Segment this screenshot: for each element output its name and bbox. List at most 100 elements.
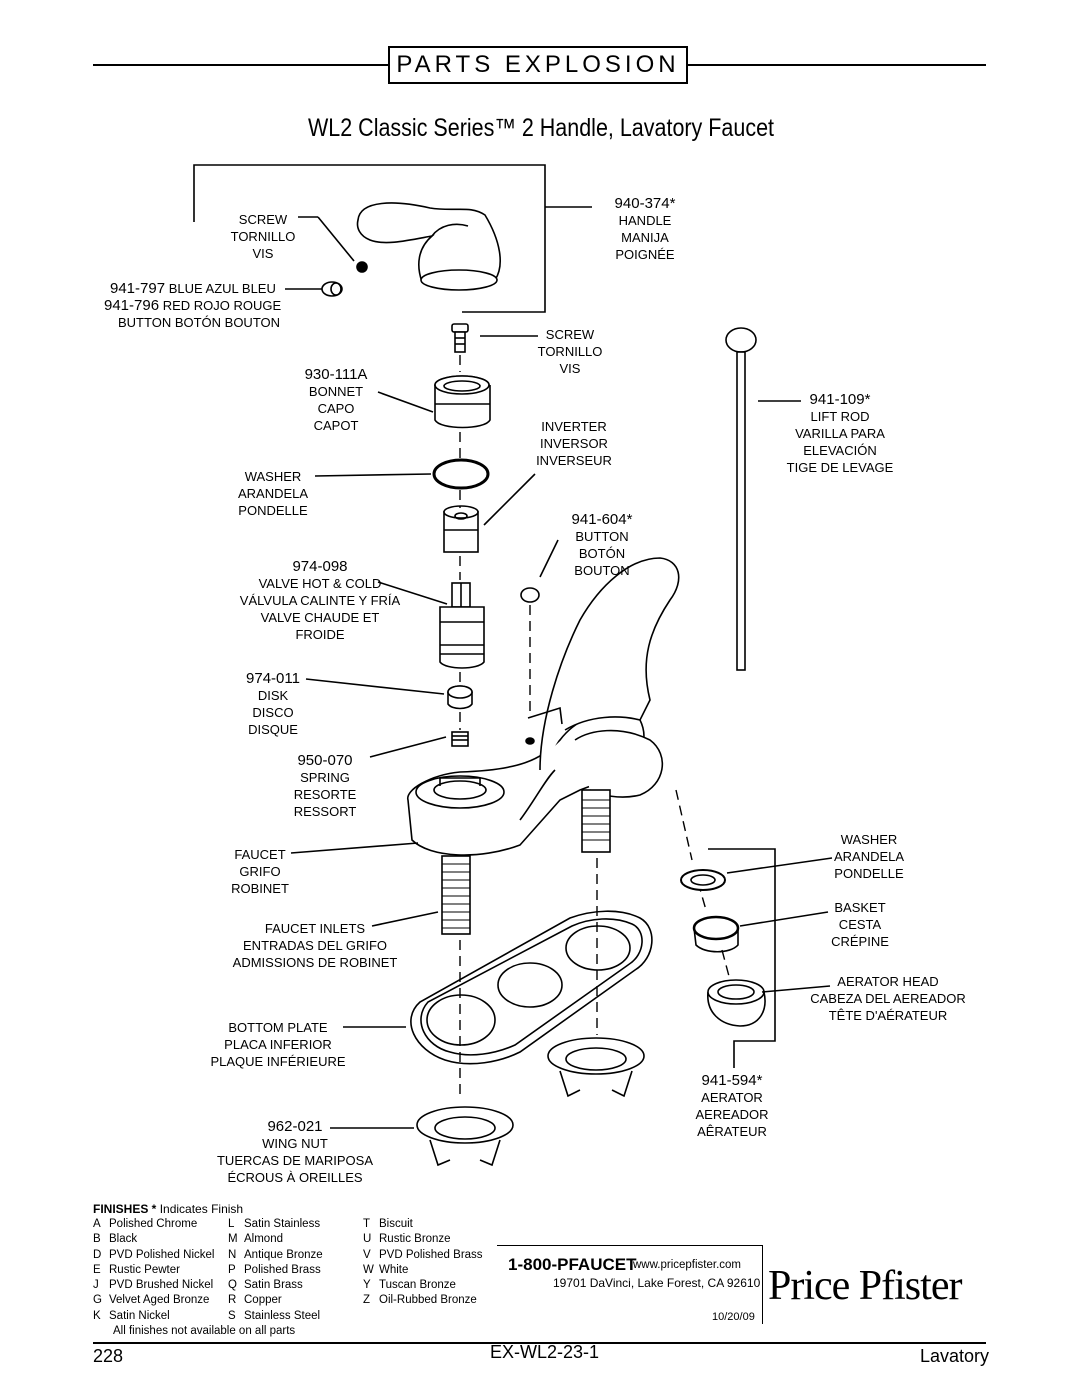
finish-label: PVD Polished Nickel xyxy=(109,1248,215,1261)
spring-leader xyxy=(369,736,447,758)
contact-website[interactable]: www.pricepfister.com xyxy=(633,1259,742,1271)
washer-top-part xyxy=(432,458,490,490)
finish-label: Copper xyxy=(244,1294,282,1307)
document-code: EX-WL2-23-1 xyxy=(490,1342,600,1362)
header-box: PARTS EXPLOSION xyxy=(388,46,688,84)
valve-part xyxy=(439,582,485,669)
finishes-title: FINISHES * Indicates Finish xyxy=(93,1202,244,1216)
faucet-leader xyxy=(290,842,419,854)
finish-label: Oil-Rubbed Bronze xyxy=(379,1294,477,1307)
finish-code: T xyxy=(363,1218,371,1230)
finish-code: S xyxy=(228,1309,236,1322)
disk-part xyxy=(447,685,473,710)
inverter-leader xyxy=(483,473,536,526)
washer-aerator-leader xyxy=(726,857,833,874)
finish-item: S Stainless Steel xyxy=(228,1309,323,1324)
finish-code: P xyxy=(228,1263,236,1276)
finish-code: K xyxy=(93,1309,101,1322)
finish-label: Velvet Aged Bronze xyxy=(109,1294,210,1307)
finish-label: Almond xyxy=(244,1233,283,1246)
page-number: 228 xyxy=(93,1346,124,1366)
finish-item: Z Oil-Rubbed Bronze xyxy=(363,1293,483,1308)
finish-item: T Biscuit xyxy=(363,1217,483,1232)
label-button-handle: 941-797 BLUE AZUL BLEU 941-796 RED ROJO … xyxy=(104,280,282,330)
disk-leader xyxy=(305,678,445,695)
finish-label: Satin Brass xyxy=(244,1279,303,1292)
finish-code: E xyxy=(93,1263,101,1276)
brand-logo: Price Pfister xyxy=(768,1263,962,1309)
finish-label: Black xyxy=(109,1233,138,1246)
finish-item: L Satin Stainless xyxy=(228,1217,323,1232)
finish-code: L xyxy=(228,1218,235,1230)
spring-part xyxy=(451,731,469,747)
aerator-bracket xyxy=(708,848,776,1068)
screw-mid-part xyxy=(451,323,469,353)
finish-label: White xyxy=(379,1263,409,1276)
aerator-head-leader xyxy=(761,985,831,993)
valve-leader xyxy=(377,581,448,605)
finish-code: Q xyxy=(228,1279,237,1292)
finish-item: E Rustic Pewter xyxy=(93,1263,214,1278)
header-rule-right xyxy=(688,64,986,66)
finish-item: P Polished Brass xyxy=(228,1263,323,1278)
finish-label: Antique Bronze xyxy=(244,1248,323,1261)
finish-label: Satin Nickel xyxy=(109,1309,170,1322)
finish-code: Y xyxy=(363,1279,371,1292)
finish-label: Polished Brass xyxy=(244,1263,321,1276)
finish-item: D PVD Polished Nickel xyxy=(93,1248,214,1263)
washer-aerator-part xyxy=(680,869,726,891)
basket-part xyxy=(692,915,740,953)
aerator-head-part xyxy=(707,979,766,1027)
screw-top-part xyxy=(356,261,368,273)
finish-label: Stainless Steel xyxy=(244,1309,321,1322)
finish-label: Tuscan Bronze xyxy=(379,1279,456,1292)
section-name: Lavatory xyxy=(920,1346,990,1366)
finish-label: Polished Chrome xyxy=(109,1218,198,1230)
finish-label: Biscuit xyxy=(379,1218,413,1230)
finishes-note: All finishes not available on all parts xyxy=(113,1325,296,1337)
finish-code: D xyxy=(93,1248,102,1261)
wing-nut-part xyxy=(416,1037,645,1167)
faucet-inlets-part xyxy=(441,789,611,935)
finish-code: B xyxy=(93,1233,101,1246)
faucet-body-part xyxy=(407,557,680,856)
finish-label: Satin Stainless xyxy=(244,1218,321,1230)
finish-label: Rustic Bronze xyxy=(379,1233,451,1246)
handle-bracket xyxy=(193,164,546,313)
finish-item: N Antique Bronze xyxy=(228,1248,323,1263)
finish-item: Y Tuscan Bronze xyxy=(363,1278,483,1293)
finish-label: Rustic Pewter xyxy=(109,1263,180,1276)
contact-box xyxy=(497,1245,763,1324)
finish-code: N xyxy=(228,1248,237,1261)
inlets-leader xyxy=(371,911,439,927)
finish-code: Z xyxy=(363,1294,371,1307)
finish-item: Q Satin Brass xyxy=(228,1278,323,1293)
bottom-plate-part xyxy=(410,910,653,1065)
finish-code: J xyxy=(93,1279,99,1292)
